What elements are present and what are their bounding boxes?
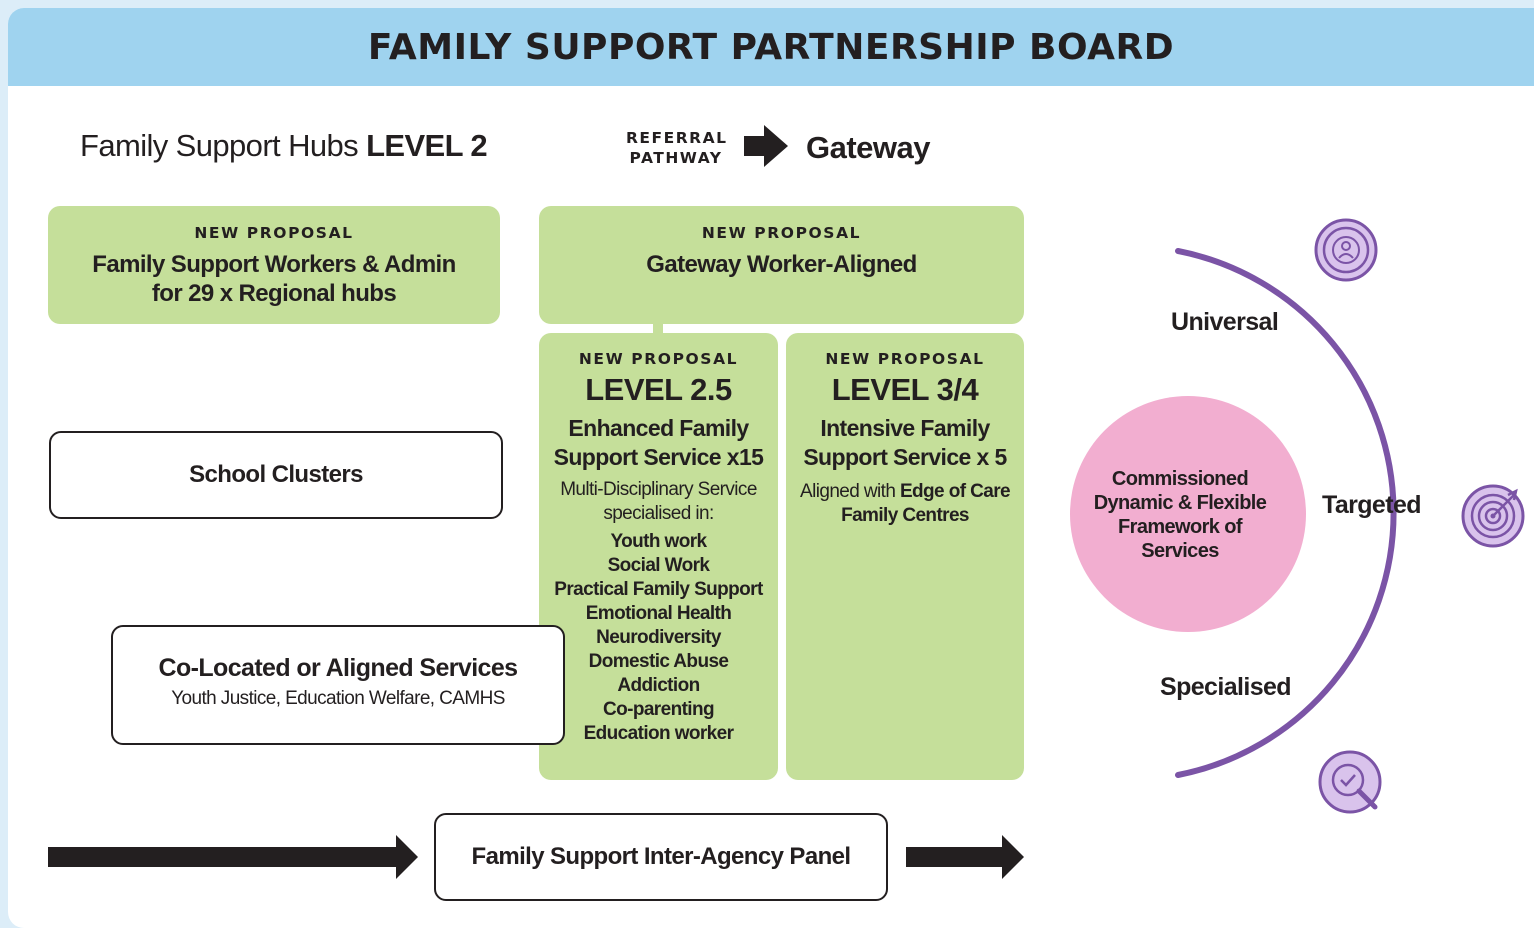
hub-proposal-line1: Family Support Workers & Admin (92, 251, 456, 278)
referral-arrow-icon (744, 125, 788, 167)
level-2-5-desc-line1: Multi-Disciplinary Service (560, 479, 757, 500)
specialism-item: Education worker (583, 723, 734, 744)
hub-proposal-tag: NEW PROPOSAL (194, 224, 354, 242)
level-2-5-box: NEW PROPOSAL LEVEL 2.5 Enhanced Family S… (539, 333, 778, 780)
colocated-subtitle: Youth Justice, Education Welfare, CAMHS (171, 688, 505, 709)
specialism-item: Youth work (610, 531, 707, 552)
level-2-5-title-line2: Support Service x15 (553, 444, 764, 470)
framework-center-line3: Framework of (1118, 516, 1243, 538)
level-3-4-box: NEW PROPOSAL LEVEL 3/4 Intensive Family … (786, 333, 1024, 780)
framework-center-line4: Services (1141, 540, 1219, 562)
framework-graphic (1070, 218, 1525, 814)
level-2-5-title-line1: Enhanced Family (568, 415, 749, 441)
hubs-title: Family Support Hubs LEVEL 2 (80, 128, 488, 164)
level-2-5-desc-line2: specialised in: (603, 503, 714, 524)
inter-agency-panel-box: Family Support Inter-Agency Panel (434, 813, 888, 901)
specialism-item: Emotional Health (585, 603, 732, 624)
level-3-4-desc-line2: Family Centres (841, 505, 969, 526)
level-3-4-desc-prefix: Aligned with (800, 481, 900, 502)
gateway-proposal-box: NEW PROPOSAL Gateway Worker-Aligned (539, 206, 1024, 324)
person-icon (1314, 218, 1378, 282)
inter-agency-panel-label: Family Support Inter-Agency Panel (471, 843, 852, 870)
framework-center-text: Commissioned Dynamic & Flexible Framewor… (1064, 467, 1296, 563)
level-2-5-tag: NEW PROPOSAL (578, 350, 739, 368)
tier-universal-label: Universal (1171, 308, 1279, 336)
school-clusters-box: School Clusters (49, 431, 503, 519)
referral-line1: REFERRAL (626, 129, 728, 147)
header-bar: FAMILY SUPPORT PARTNERSHIP BOARD (8, 8, 1534, 86)
search-check-icon (1318, 750, 1382, 814)
gateway-proposal-tag: NEW PROPOSAL (701, 224, 862, 242)
gateway-connector (653, 322, 663, 336)
gateway-proposal-title: Gateway Worker-Aligned (646, 251, 917, 278)
hubs-title-level: LEVEL 2 (366, 128, 488, 163)
level-2-5-heading: LEVEL 2.5 (585, 372, 732, 407)
hub-proposal-line2: for 29 x Regional hubs (151, 280, 397, 307)
diagram-frame: FAMILY SUPPORT PARTNERSHIP BOARD Family … (8, 8, 1534, 928)
colocated-services-box: Co-Located or Aligned Services Youth Jus… (111, 625, 565, 745)
level-3-4-title-line2: Support Service x 5 (803, 444, 1007, 470)
level-3-4-desc-bold1: Edge of Care (899, 481, 1011, 502)
hub-proposal-box: NEW PROPOSAL Family Support Workers & Ad… (48, 206, 500, 324)
framework-arc (1175, 248, 1397, 778)
gateway-title: Gateway (806, 130, 931, 165)
target-icon (1461, 484, 1525, 548)
specialism-item: Co-parenting (602, 699, 715, 720)
specialism-item: Practical Family Support (554, 579, 763, 600)
tier-specialised-label: Specialised (1160, 673, 1292, 701)
framework-circle (1070, 396, 1306, 632)
panel-right-arrow-icon (906, 835, 1024, 879)
specialism-item: Social Work (607, 555, 710, 576)
specialism-item: Neurodiversity (596, 627, 721, 648)
referral-pathway-label: REFERRAL PATHWAY (626, 128, 726, 168)
level-3-4-desc-line1: Aligned with Edge of Care (786, 480, 1024, 504)
level-3-4-heading: LEVEL 3/4 (831, 372, 979, 407)
referral-line2: PATHWAY (629, 149, 723, 167)
specialism-item: Domestic Abuse (588, 651, 729, 672)
specialism-item: Addiction (617, 675, 700, 696)
colocated-title: Co-Located or Aligned Services (158, 654, 519, 682)
framework-center-line2: Dynamic & Flexible (1093, 492, 1267, 514)
level-3-4-title-line1: Intensive Family (820, 415, 990, 441)
tier-targeted-label: Targeted (1322, 491, 1422, 519)
panel-left-arrow-icon (48, 835, 418, 879)
level-3-4-tag: NEW PROPOSAL (825, 350, 985, 368)
page-title: FAMILY SUPPORT PARTNERSHIP BOARD (367, 26, 1175, 68)
school-clusters-label: School Clusters (189, 461, 363, 488)
hubs-title-prefix: Family Support Hubs (80, 128, 367, 163)
framework-center-line1: Commissioned (1111, 468, 1249, 490)
